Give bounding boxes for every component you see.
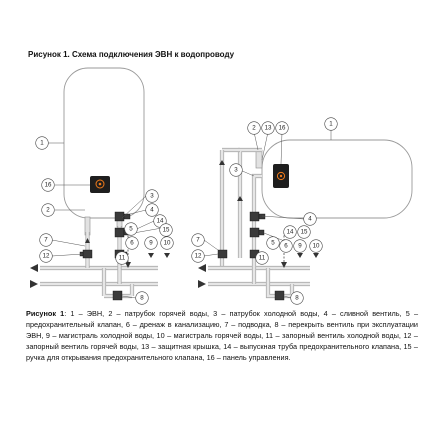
caption-lead: Рисунок 1 (26, 309, 65, 318)
protective-cover (255, 149, 263, 169)
drain-arrow-icon (125, 262, 131, 268)
tag-6: 6 (130, 240, 134, 247)
horizontal-heater-scheme: 2 13 16 1 3 4 5 14 15 7 12 6 9 10 11 8 (191, 117, 413, 305)
hot-shutoff-valve-icon (217, 249, 228, 259)
tag-14: 14 (157, 218, 164, 225)
cold-in-arrow-icon (198, 280, 206, 288)
tag-5: 5 (129, 226, 133, 233)
tag-11: 11 (119, 255, 126, 262)
tag-10: 10 (313, 243, 320, 250)
vertical-heater-scheme: 1 16 2 3 4 5 14 15 7 12 6 9 10 11 8 (30, 67, 174, 305)
tag-7: 7 (44, 237, 48, 244)
tag-1: 1 (329, 121, 333, 128)
tag-14: 14 (287, 229, 294, 236)
tag-16: 16 (279, 125, 286, 132)
cold-in-arrow-icon (30, 280, 38, 288)
tag-8: 8 (140, 295, 144, 302)
tag-3: 3 (234, 167, 238, 174)
tag-16: 16 (45, 182, 52, 189)
bypass-valve-icon (112, 290, 123, 301)
tag-9: 9 (149, 240, 153, 247)
tag-4: 4 (308, 216, 312, 223)
tag-6: 6 (284, 243, 288, 250)
safety-valve-icon (249, 227, 265, 238)
tag-2: 2 (252, 125, 256, 132)
figure-title: Рисунок 1. Схема подключения ЭВН к водоп… (28, 50, 235, 59)
tag-13: 13 (265, 125, 272, 132)
figure-caption: Рисунок 1: 1 – ЭВН, 2 – патрубок горячей… (26, 308, 418, 363)
tag-1: 1 (40, 140, 44, 147)
drain-valve-icon (249, 211, 266, 222)
tag-7: 7 (196, 237, 200, 244)
tag-15: 15 (163, 227, 170, 234)
tag-12: 12 (195, 253, 202, 260)
control-panel-icon (90, 176, 110, 193)
tag-12: 12 (43, 253, 50, 260)
bypass-valve-icon (274, 290, 285, 301)
vertical-tank (63, 67, 145, 219)
tag-11: 11 (259, 255, 266, 262)
caption-text: : 1 – ЭВН, 2 – патрубок горячей воды, 3 … (26, 309, 419, 362)
horizontal-tank (261, 139, 413, 219)
connection-diagram: 1 16 2 3 4 5 14 15 7 12 6 9 10 11 8 (30, 67, 413, 305)
tag-15: 15 (301, 229, 308, 236)
tag-10: 10 (164, 240, 171, 247)
tag-9: 9 (298, 243, 302, 250)
tag-4: 4 (150, 207, 154, 214)
hot-out-arrow-icon (30, 264, 38, 272)
hot-out-arrow-icon (198, 264, 206, 272)
tag-2: 2 (46, 207, 50, 214)
control-panel-icon (273, 164, 289, 188)
tag-3: 3 (150, 193, 154, 200)
tag-5: 5 (271, 240, 275, 247)
tag-8: 8 (295, 295, 299, 302)
